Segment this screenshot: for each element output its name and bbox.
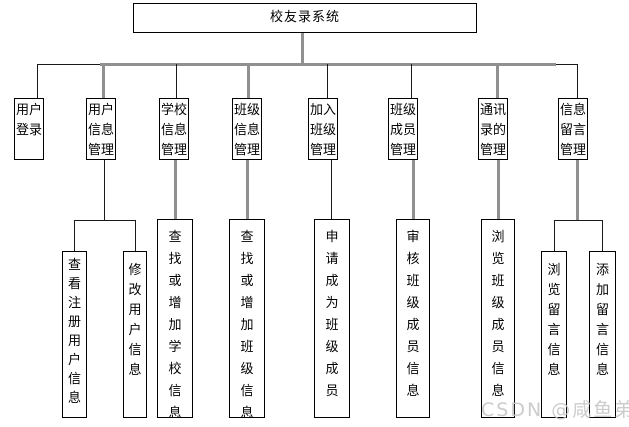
node-join-class-mgmt-label: 加入 班级 管理 (309, 103, 336, 158)
leaf-apply-become-class-member-label: 申 请 成 为 班 级 成 员 (325, 230, 339, 399)
leaf-browse-message-info: 浏 览 留 言 信 息 (541, 251, 567, 418)
node-address-book-mgmt: 通讯 录的 管理 (478, 98, 508, 160)
node-class-member-mgmt-label: 班级 成员 管理 (389, 103, 416, 158)
leaf-modify-user-info-label: 修 改 用 户 信 息 (128, 263, 142, 378)
leaf-apply-become-class-member: 申 请 成 为 班 级 成 员 (314, 219, 350, 418)
connector-drop-class-info (247, 64, 250, 98)
connector-modify-user-drop (135, 220, 136, 251)
node-user-info-mgmt: 用户 信息 管理 (86, 98, 116, 160)
connector-browse-message-drop (554, 220, 555, 251)
connector-main-rail-thick (100, 63, 556, 66)
connector-view-user-drop (74, 220, 75, 251)
connector-user-info-trunk (104, 160, 105, 220)
node-user-login-label: 用户 登录 (15, 103, 42, 138)
leaf-add-message-info-label: 添 加 留 言 信 息 (595, 263, 609, 378)
leaf-view-registered-user-info-label: 查 看 注 册 用 户 信 息 (67, 258, 81, 406)
connector-class-info-trunk (246, 160, 249, 219)
node-user-info-mgmt-label: 用户 信息 管理 (87, 103, 114, 158)
leaf-find-or-add-school-info: 查 找 或 增 加 学 校 信 息 (157, 219, 193, 421)
leaf-add-message-info: 添 加 留 言 信 息 (589, 251, 616, 418)
connector-drop-address-book (496, 64, 499, 98)
connector-drop-message-board (577, 64, 578, 98)
connector-drop-user-login (37, 64, 38, 98)
connector-drop-user-info (102, 64, 105, 98)
csdn-watermark: CSDN @咸鱼弟 (481, 399, 629, 421)
node-class-member-mgmt: 班级 成员 管理 (388, 98, 418, 160)
connector-address-book-trunk (497, 160, 500, 219)
connector-user-info-tee (74, 220, 136, 221)
leaf-find-or-add-school-info-label: 查 找 或 增 加 学 校 信 息 (168, 230, 182, 421)
node-class-info-mgmt: 班级 信息 管理 (232, 98, 262, 160)
connector-message-board-trunk (576, 160, 579, 220)
node-class-info-mgmt-label: 班级 信息 管理 (233, 103, 260, 158)
connector-message-board-tee (554, 220, 603, 221)
leaf-review-class-member-info: 审 核 班 级 成 员 信 息 (396, 219, 430, 418)
leaf-review-class-member-info-label: 审 核 班 级 成 员 信 息 (406, 230, 420, 399)
node-school-info-mgmt-label: 学校 信息 管理 (160, 103, 187, 158)
connector-class-member-trunk (412, 160, 415, 219)
leaf-view-registered-user-info: 查 看 注 册 用 户 信 息 (62, 251, 87, 418)
node-message-board-mgmt: 信息 留言 管理 (558, 98, 588, 160)
leaf-modify-user-info: 修 改 用 户 信 息 (123, 251, 147, 418)
connector-root-trunk (301, 33, 304, 64)
leaf-browse-class-member-info: 浏 览 班 级 成 员 信 息 (481, 219, 515, 418)
node-join-class-mgmt: 加入 班级 管理 (308, 98, 338, 160)
node-school-info-mgmt: 学校 信息 管理 (159, 98, 189, 160)
node-user-login: 用户 登录 (14, 98, 44, 160)
connector-drop-join-class (327, 64, 328, 98)
node-address-book-mgmt-label: 通讯 录的 管理 (479, 103, 506, 158)
node-alumni-system-label: 校友录系统 (269, 10, 340, 25)
connector-drop-class-member (411, 64, 412, 98)
connector-school-info-trunk (174, 160, 177, 219)
connector-add-message-drop (602, 220, 603, 251)
leaf-find-or-add-class-info-label: 查 找 或 增 加 班 级 信 息 (240, 230, 254, 421)
connector-drop-school-info (176, 64, 177, 98)
node-message-board-mgmt-label: 信息 留言 管理 (559, 103, 586, 158)
leaf-browse-message-info-label: 浏 览 留 言 信 息 (547, 263, 561, 378)
node-alumni-system: 校友录系统 (133, 3, 477, 33)
leaf-browse-class-member-info-label: 浏 览 班 级 成 员 信 息 (491, 230, 505, 399)
leaf-find-or-add-class-info: 查 找 或 增 加 班 级 信 息 (229, 219, 265, 421)
connector-join-class-trunk (331, 160, 332, 219)
